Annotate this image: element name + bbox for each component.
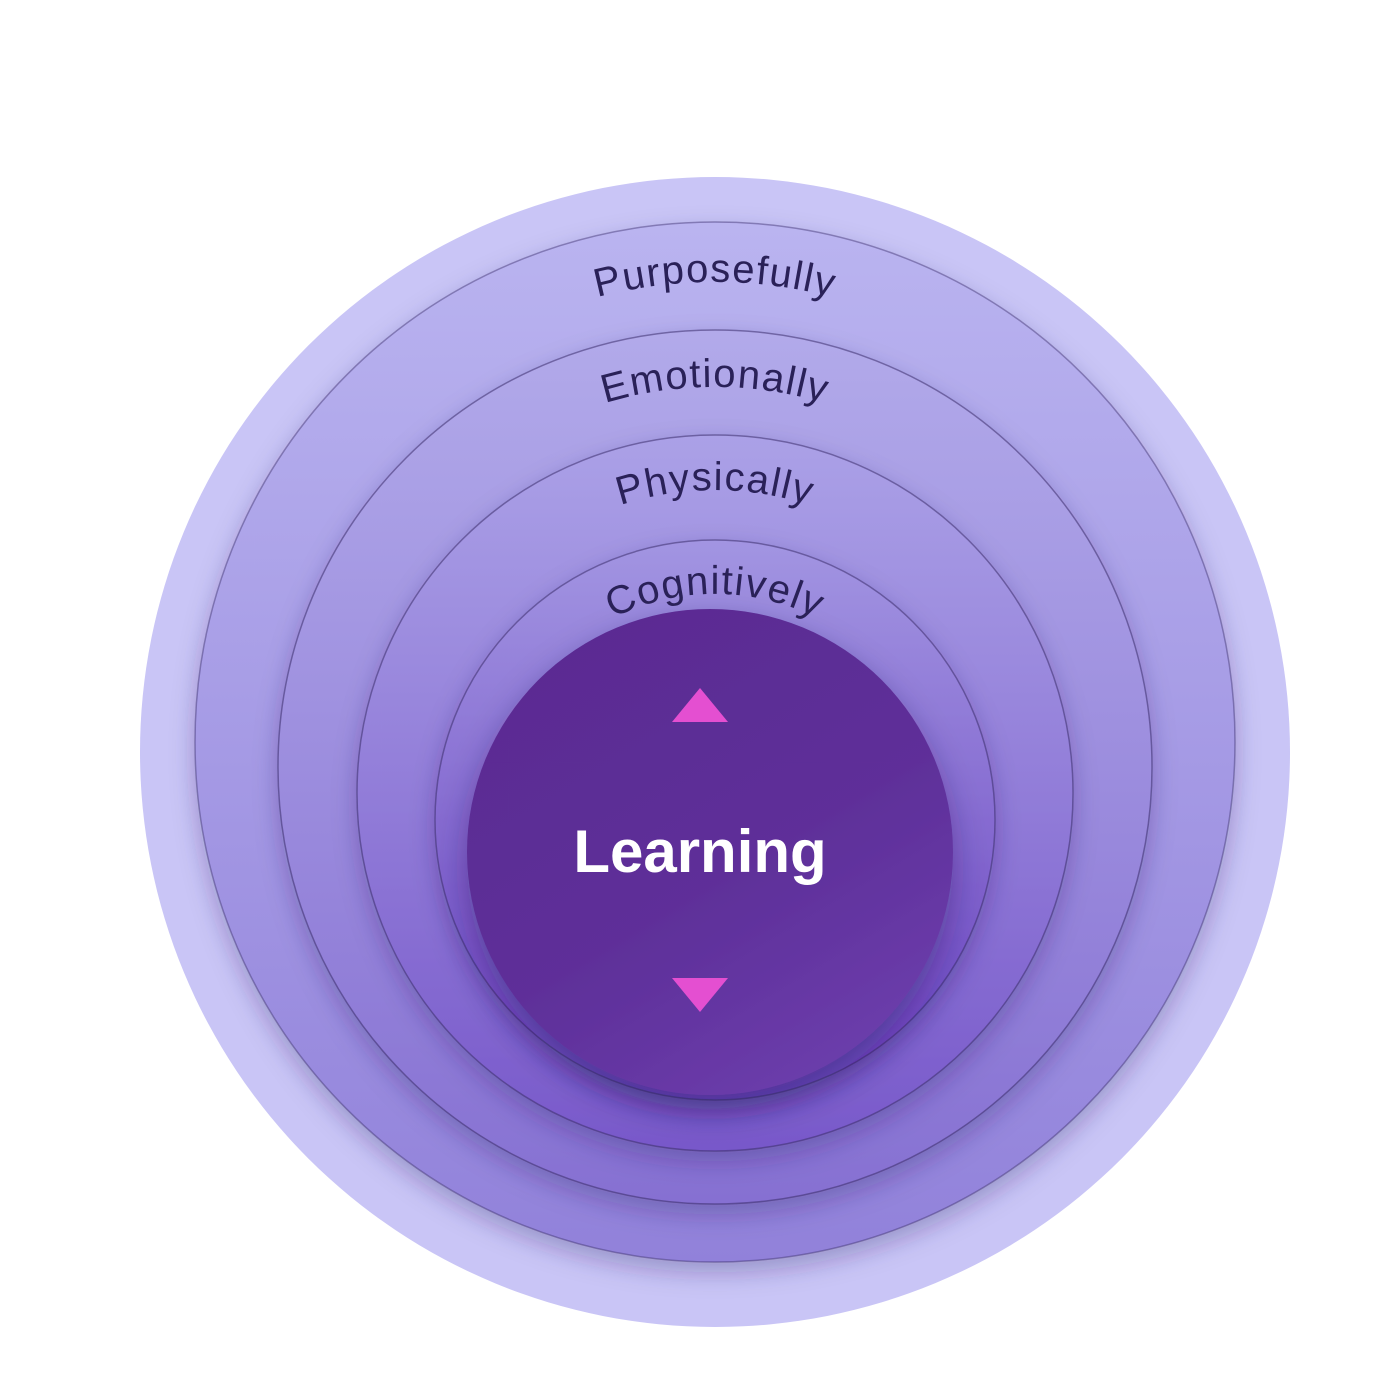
down-triangle-icon[interactable] (672, 978, 728, 1012)
center-label-learning: Learning (573, 818, 826, 885)
center-learning-circle (467, 609, 953, 1095)
up-triangle-icon[interactable] (672, 688, 728, 722)
